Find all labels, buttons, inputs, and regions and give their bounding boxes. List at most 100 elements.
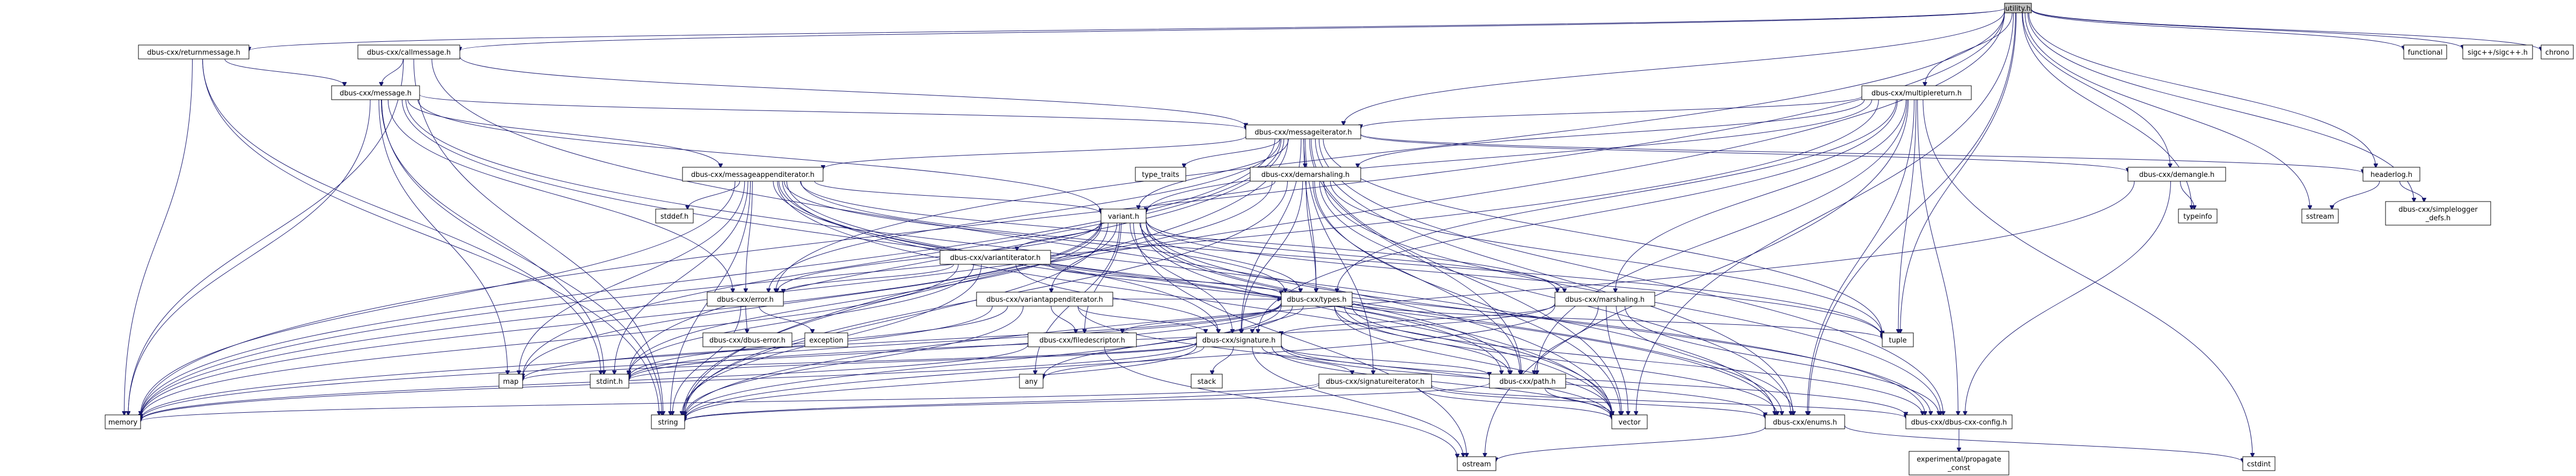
node-variantappenditerator[interactable]: dbus-cxx/variantappenditerator.h <box>976 292 1113 307</box>
edge-signature-to-map <box>523 342 1197 380</box>
edge-returnmessage-to-message <box>224 58 344 86</box>
edge-messageiterator-to-config <box>1318 138 1943 415</box>
node-signature[interactable]: dbus-cxx/signature.h <box>1196 332 1282 347</box>
node-memory: memory <box>105 414 141 429</box>
node-chrono: chrono <box>2541 44 2574 59</box>
edge-demarshaling-to-variant <box>1146 181 1275 211</box>
node-simplelogger-box <box>2385 201 2491 226</box>
node-string-box <box>651 414 685 429</box>
node-config[interactable]: dbus-cxx/dbus-cxx-config.h <box>1905 414 2013 429</box>
node-types-label: dbus-cxx/types.h <box>1287 296 1346 304</box>
edge-signature-to-config <box>1281 344 1906 416</box>
node-signatureiterator-box <box>1318 374 1432 389</box>
node-sigc: sigc++/sigc++.h <box>2462 44 2533 59</box>
node-exception: exception <box>804 332 848 347</box>
edge-message-to-messageiterator <box>419 94 1246 129</box>
edge-multiplereturn-to-messageiterator <box>1361 96 1862 129</box>
node-cstdint-label: cstdint <box>2247 460 2271 468</box>
file-nodes: utility.h dbus-cxx/returnmessage.h dbus-cx… <box>105 3 2574 475</box>
node-filedescriptor-label: dbus-cxx/filedescriptor.h <box>1039 337 1125 345</box>
edge-utility-to-callmessage <box>460 8 2005 51</box>
node-propagate_const-box <box>1909 451 2009 475</box>
node-enums[interactable]: dbus-cxx/enums.h <box>1765 414 1845 429</box>
node-enums-box <box>1765 414 1845 429</box>
node-path-box <box>1489 374 1566 389</box>
node-stack-label: stack <box>1198 378 1216 386</box>
edge-enums-to-ostream <box>1496 427 1766 461</box>
node-string-label: string <box>658 419 678 427</box>
edge-message-to-map <box>378 99 508 374</box>
node-sigc-label: sigc++/sigc++.h <box>2468 49 2528 57</box>
edge-variant-to-signature <box>1129 222 1232 333</box>
edge-signature-to-memory <box>141 343 1197 421</box>
node-typeinfo-label: typeinfo <box>2183 213 2212 221</box>
edge-message-to-enums <box>405 99 1774 415</box>
node-signatureiterator[interactable]: dbus-cxx/signatureiterator.h <box>1318 374 1432 389</box>
node-headerlog[interactable]: headerlog.h <box>2362 167 2420 182</box>
node-dbuserror-label: dbus-cxx/dbus-error.h <box>709 337 786 345</box>
node-multiplereturn-label: dbus-cxx/multiplereturn.h <box>1872 90 1962 98</box>
node-path[interactable]: dbus-cxx/path.h <box>1489 374 1566 389</box>
node-simplelogger[interactable]: dbus-cxx/simplelogger_defs.h <box>2385 201 2491 226</box>
node-sstream: sstream <box>2301 209 2339 224</box>
node-error-label: dbus-cxx/error.h <box>717 296 774 304</box>
node-utility[interactable]: utility.h <box>2004 3 2032 13</box>
edge-messageappenditerator-to-stdint <box>614 181 748 374</box>
node-multiplereturn[interactable]: dbus-cxx/multiplereturn.h <box>1861 85 1972 100</box>
node-config-label: dbus-cxx/dbus-cxx-config.h <box>1911 419 2007 427</box>
edge-variant-to-types <box>1139 222 1301 292</box>
node-tuple: tuple <box>1882 332 1914 347</box>
node-typeinfo: typeinfo <box>2178 209 2218 224</box>
edge-utility-to-sigc <box>2031 9 2463 49</box>
node-variantiterator[interactable]: dbus-cxx/variantiterator.h <box>940 250 1051 265</box>
edge-utility-to-chrono <box>2031 9 2541 51</box>
node-callmessage[interactable]: dbus-cxx/callmessage.h <box>357 44 460 59</box>
edge-utility-to-sstream <box>2024 12 2310 209</box>
node-functional-box <box>2403 44 2447 59</box>
node-stddef-box <box>655 209 694 224</box>
node-headerlog-label: headerlog.h <box>2370 171 2412 179</box>
edge-types-to-config <box>1352 306 1922 415</box>
edge-returnmessage-to-memory <box>124 58 193 415</box>
edge-signatureiterator-to-string <box>685 384 1319 421</box>
node-error[interactable]: dbus-cxx/error.h <box>707 292 784 307</box>
node-variant[interactable]: variant.h <box>1100 209 1147 224</box>
node-type_traits: type_traits <box>1135 167 1186 182</box>
node-stddef: stddef.h <box>655 209 694 224</box>
node-types[interactable]: dbus-cxx/types.h <box>1281 292 1353 307</box>
node-stdint: stdint.h <box>590 374 629 389</box>
node-returnmessage[interactable]: dbus-cxx/returnmessage.h <box>138 44 249 59</box>
node-demarshaling[interactable]: dbus-cxx/demarshaling.h <box>1250 167 1361 182</box>
node-messageappenditerator[interactable]: dbus-cxx/messageappenditerator.h <box>682 167 824 182</box>
node-message[interactable]: dbus-cxx/message.h <box>331 85 420 100</box>
edge-demangle-to-typeinfo <box>2180 181 2195 209</box>
node-signatureiterator-label: dbus-cxx/signatureiterator.h <box>1326 378 1425 386</box>
edge-error-to-dbuserror <box>746 306 747 333</box>
node-dbuserror[interactable]: dbus-cxx/dbus-error.h <box>702 332 792 347</box>
edge-messageiterator-to-demangle <box>1360 134 2128 172</box>
node-sstream-label: sstream <box>2306 213 2334 221</box>
node-filedescriptor[interactable]: dbus-cxx/filedescriptor.h <box>1028 332 1137 347</box>
edge-callmessage-to-vector <box>431 58 1612 416</box>
node-simplelogger-label: _defs.h <box>2425 214 2450 222</box>
node-demangle[interactable]: dbus-cxx/demangle.h <box>2127 167 2226 182</box>
node-stack-box <box>1191 374 1223 389</box>
edge-variantappenditerator-to-memory <box>141 306 993 420</box>
node-map-box <box>498 374 523 389</box>
node-ostream-box <box>1457 456 1496 471</box>
edge-multiplereturn-to-path <box>1537 99 1907 374</box>
node-vector-label: vector <box>1618 419 1641 427</box>
edge-variantappenditerator-to-signature <box>1077 306 1206 333</box>
edge-utility-to-demangle <box>2022 12 2170 167</box>
edge-types-to-path <box>1334 306 1509 374</box>
edge-message-to-error <box>387 99 732 292</box>
node-utility-box <box>2004 3 2032 13</box>
node-map-label: map <box>503 378 519 386</box>
node-messageiterator[interactable]: dbus-cxx/messageiterator.h <box>1245 124 1361 139</box>
edge-headerlog-to-simplelogger <box>2399 181 2424 202</box>
edge-messageappenditerator-to-tuple <box>801 181 1882 338</box>
node-marshaling[interactable]: dbus-cxx/marshaling.h <box>1554 292 1655 307</box>
edge-messageappenditerator-to-memory <box>141 181 736 415</box>
node-callmessage-box <box>357 44 460 59</box>
